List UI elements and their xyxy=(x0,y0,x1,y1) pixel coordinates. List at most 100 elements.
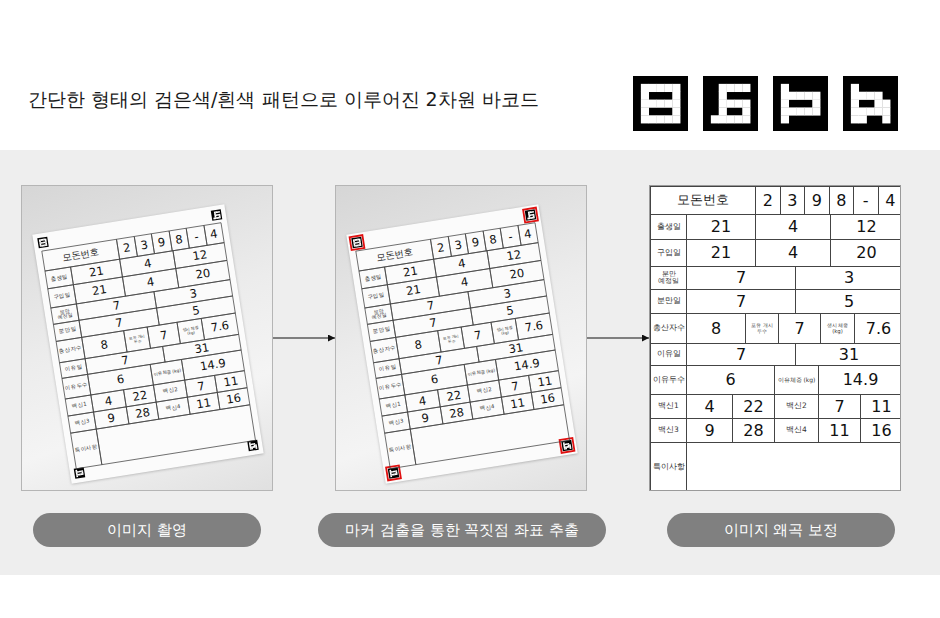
form-cell: 분만일 xyxy=(650,289,687,314)
form-label: 분만 예정일 xyxy=(651,271,686,286)
form-entry: 11 xyxy=(223,374,239,389)
form-label: 총산자수 xyxy=(373,345,397,354)
form-cell: 21 xyxy=(384,259,437,285)
form-label: 분만일 xyxy=(59,327,77,336)
form-label: 분만 예정일 xyxy=(52,307,79,321)
form-label: 총산자수 xyxy=(653,324,685,332)
form-entry: 5 xyxy=(505,304,514,318)
detection-box xyxy=(560,438,575,453)
marker-body xyxy=(37,237,49,249)
marker-cell xyxy=(789,107,797,115)
form-entry: 9 xyxy=(471,236,480,250)
form-label: 백신3 xyxy=(388,418,404,426)
form-entry: 9 xyxy=(107,411,116,425)
form-cell: 4 xyxy=(755,239,831,267)
form-cell: 11 xyxy=(214,370,247,393)
form-label: 특이사항 xyxy=(388,444,412,453)
marker-cell xyxy=(874,100,882,108)
marker-cell xyxy=(657,115,665,123)
form-cell: 7 xyxy=(818,394,861,419)
marker-cell xyxy=(565,448,567,450)
form-entry: 7 xyxy=(510,379,519,393)
marker-cell xyxy=(867,107,875,115)
gray-band xyxy=(0,150,940,575)
marker-body xyxy=(773,76,828,131)
form-cell: 4 xyxy=(686,394,733,419)
form-cell: 12 xyxy=(173,242,228,269)
form-entry: 14.9 xyxy=(843,371,879,389)
marker-body xyxy=(525,209,537,221)
form-cell: 모돈번호 xyxy=(650,186,756,215)
rectified-image: 모돈번호2398-4출생일21412구입일21420분만 예정일73분만일75총… xyxy=(649,185,901,491)
marker-cell xyxy=(781,92,789,100)
marker-cell xyxy=(882,100,890,108)
form-cell: 16 xyxy=(217,387,250,410)
form-entry: 9 xyxy=(157,236,166,250)
form-cell: 백신1 xyxy=(65,395,94,417)
form-entry: 4 xyxy=(457,257,466,271)
detection-box xyxy=(523,208,538,223)
form-label: 백신2 xyxy=(786,402,807,410)
form-cell: 7 xyxy=(399,346,480,375)
form-entry: 7 xyxy=(473,328,482,342)
marker-cell xyxy=(742,84,750,92)
form-cell: 백신1 xyxy=(650,394,687,419)
form-cell: 28 xyxy=(126,402,159,425)
form-entry: 28 xyxy=(134,406,150,421)
marker-cell xyxy=(711,115,719,123)
marker-cell xyxy=(882,107,890,115)
marker-cell xyxy=(719,100,727,108)
form-entry: 3 xyxy=(503,287,512,301)
marker-cell xyxy=(641,100,649,108)
marker-cell xyxy=(649,100,657,108)
form-cell: 모돈번호 xyxy=(41,239,120,272)
marker-cell xyxy=(657,84,665,92)
form-entry: 3 xyxy=(787,192,797,210)
form-cell: 이유일 xyxy=(373,358,402,379)
form-cell: 백신3 xyxy=(650,418,687,443)
form-cell: 20 xyxy=(830,239,901,267)
form-cell: 7.6 xyxy=(201,313,239,341)
form-cell: 7.6 xyxy=(854,313,901,344)
form-entry: 14.9 xyxy=(199,357,226,374)
marker-cell xyxy=(734,115,742,123)
form-entry: 11 xyxy=(829,422,849,440)
marker-cell xyxy=(812,92,820,100)
form-entry: 9 xyxy=(704,422,714,440)
form-cell: 출생일 xyxy=(359,267,388,290)
marker-cell xyxy=(727,100,735,108)
form-entry: 8 xyxy=(174,233,183,247)
marker-cell xyxy=(672,107,680,115)
form-cell: 모돈번호 xyxy=(355,239,434,272)
marker-body xyxy=(703,76,758,131)
marker-cell xyxy=(251,448,253,450)
form-entry: 22 xyxy=(446,389,462,404)
form-label: 백신1 xyxy=(386,401,402,409)
form-cell: 11 xyxy=(528,370,561,393)
marker-body xyxy=(633,76,688,131)
marker-cell xyxy=(874,107,882,115)
form-entry: 4 xyxy=(143,257,152,271)
form-entry: 6 xyxy=(116,373,125,387)
form-entry: 28 xyxy=(448,406,464,421)
form-cell: 출생일 xyxy=(45,267,74,290)
form-entry: 12 xyxy=(856,218,876,236)
marker-cell xyxy=(532,211,534,213)
form-entry: 4 xyxy=(418,394,427,408)
form-entry: 7 xyxy=(428,316,437,330)
form-cell: 11 xyxy=(818,418,861,443)
form-cell: 백신3 xyxy=(68,412,97,434)
form-label: 포유 개시 두수 xyxy=(746,323,778,335)
marker-cell xyxy=(734,84,742,92)
marker-cell xyxy=(727,84,735,92)
form-entry: 7 xyxy=(434,354,443,368)
form-label: 백신2 xyxy=(477,387,493,395)
form-label: 출생일 xyxy=(50,274,68,283)
marker-cell xyxy=(672,100,680,108)
form-cell: 9 xyxy=(686,418,733,443)
form-cell: 이유두수 xyxy=(650,365,687,395)
form-cell: 분만 예정일 xyxy=(50,304,79,325)
form-cell: 9 xyxy=(93,406,129,429)
form-label: 특이사항 xyxy=(653,463,685,471)
marker-body xyxy=(211,209,223,221)
